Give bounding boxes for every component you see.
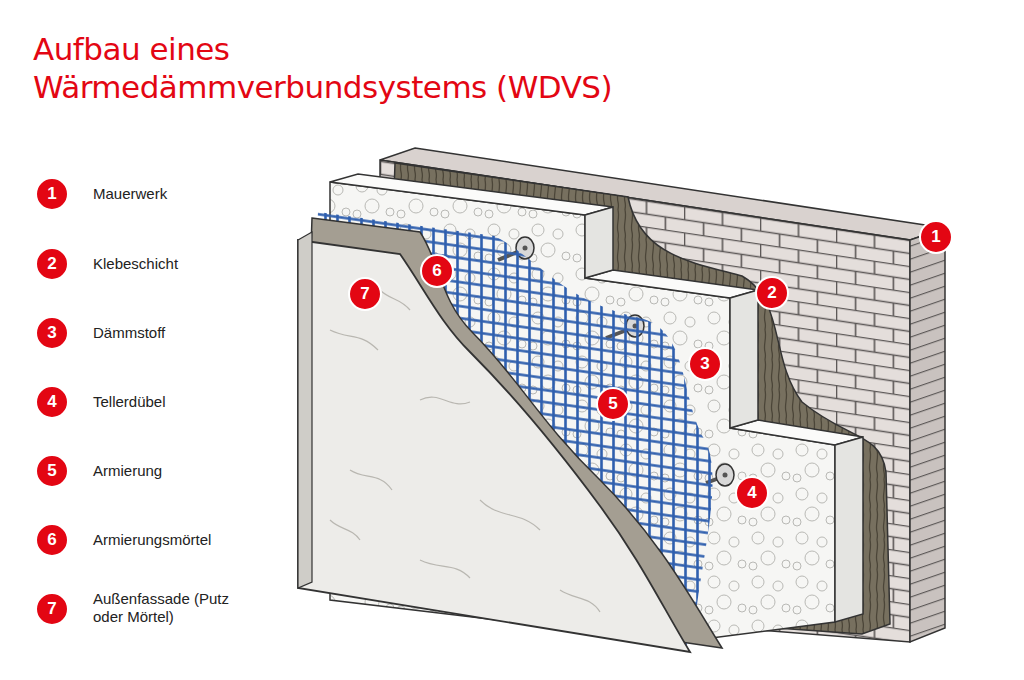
marker-disc bbox=[36, 593, 68, 625]
exterior-render bbox=[298, 240, 690, 652]
callout-marker: 7Außenfassade (Putz oder Mörtel) bbox=[35, 592, 69, 626]
callout-marker: 3Dämmstoff bbox=[35, 316, 69, 350]
marker-disc bbox=[920, 221, 952, 253]
render-texture bbox=[330, 290, 600, 612]
marker-disc bbox=[689, 348, 721, 380]
callout-marker: 6Armierungsmörtel bbox=[35, 523, 69, 557]
callout-number: 2 bbox=[35, 247, 69, 281]
insulation-top bbox=[330, 174, 613, 215]
callout-marker: 2Klebeschicht bbox=[35, 247, 69, 281]
callout-number: 4 bbox=[735, 476, 769, 510]
callout-number: 5 bbox=[596, 387, 630, 421]
callout-marker: 4Tellerdübel bbox=[35, 385, 69, 419]
insulation-side bbox=[730, 290, 758, 428]
callout-number: 1 bbox=[35, 177, 69, 211]
wall-side bbox=[910, 228, 945, 642]
legend-label: Tellerdübel bbox=[93, 393, 253, 411]
insulation-side bbox=[835, 437, 863, 622]
callout-marker: 4 bbox=[735, 476, 769, 510]
callout-number: 3 bbox=[35, 316, 69, 350]
legend-label: Dämmstoff bbox=[93, 324, 253, 342]
callout-number: 7 bbox=[35, 592, 69, 626]
legend-label: Armierung bbox=[93, 462, 253, 480]
callout-marker: 5Armierung bbox=[35, 454, 69, 488]
callout-marker: 2 bbox=[755, 276, 789, 310]
marker-disc bbox=[36, 455, 68, 487]
callout-number: 6 bbox=[420, 254, 454, 288]
callout-number: 3 bbox=[688, 347, 722, 381]
callout-number: 6 bbox=[35, 523, 69, 557]
callout-marker: 6 bbox=[420, 254, 454, 288]
callout-number: 4 bbox=[35, 385, 69, 419]
marker-disc bbox=[756, 277, 788, 309]
legend-label: Armierungsmörtel bbox=[93, 531, 253, 549]
marker-disc bbox=[736, 477, 768, 509]
callout-number: 7 bbox=[348, 277, 382, 311]
marker-disc bbox=[597, 388, 629, 420]
marker-disc bbox=[36, 386, 68, 418]
callout-number: 5 bbox=[35, 454, 69, 488]
callout-number: 2 bbox=[755, 276, 789, 310]
insulation-step bbox=[585, 270, 758, 298]
legend-label: Mauerwerk bbox=[93, 185, 253, 203]
callout-number: 1 bbox=[919, 220, 953, 254]
diagram-title: Aufbau eines Wärmedämmverbundsystems (WD… bbox=[33, 30, 633, 106]
insulation-side bbox=[585, 207, 613, 278]
insulation-step bbox=[730, 420, 863, 445]
legend-label: Außenfassade (Putz oder Mörtel) bbox=[93, 590, 253, 626]
marker-disc bbox=[36, 178, 68, 210]
callout-marker: 7 bbox=[348, 277, 382, 311]
marker-disc bbox=[36, 317, 68, 349]
marker-disc bbox=[421, 255, 453, 287]
render-edge bbox=[298, 232, 312, 588]
marker-disc bbox=[36, 524, 68, 556]
callout-marker: 1 bbox=[919, 220, 953, 254]
legend-label: Klebeschicht bbox=[93, 255, 253, 273]
callout-marker: 1Mauerwerk bbox=[35, 177, 69, 211]
marker-disc bbox=[36, 248, 68, 280]
marker-disc bbox=[349, 278, 381, 310]
callout-marker: 5 bbox=[596, 387, 630, 421]
callout-marker: 3 bbox=[688, 347, 722, 381]
